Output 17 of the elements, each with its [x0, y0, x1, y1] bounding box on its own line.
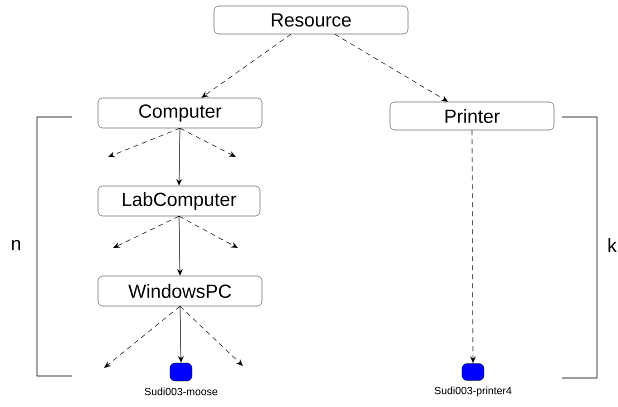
instance-label: Sudi003-printer4: [434, 386, 512, 396]
instance-box: [170, 362, 192, 382]
arrow: [180, 128, 236, 157]
class-box: Computer: [98, 98, 262, 128]
instance-box: [462, 363, 484, 381]
arrow: [104, 306, 180, 368]
bracket-label: n: [12, 240, 20, 250]
class-box: Resource: [214, 6, 408, 34]
arrow: [180, 306, 243, 366]
bracket-label: k: [608, 238, 617, 252]
arrow: [108, 128, 180, 158]
class-box: Printer: [390, 102, 554, 130]
class-box: LabComputer: [98, 186, 260, 216]
arrow: [113, 216, 180, 248]
instance-label: Sudi003-moose: [144, 388, 218, 396]
arrow: [178, 216, 238, 248]
class-box: WindowsPC: [98, 276, 262, 306]
